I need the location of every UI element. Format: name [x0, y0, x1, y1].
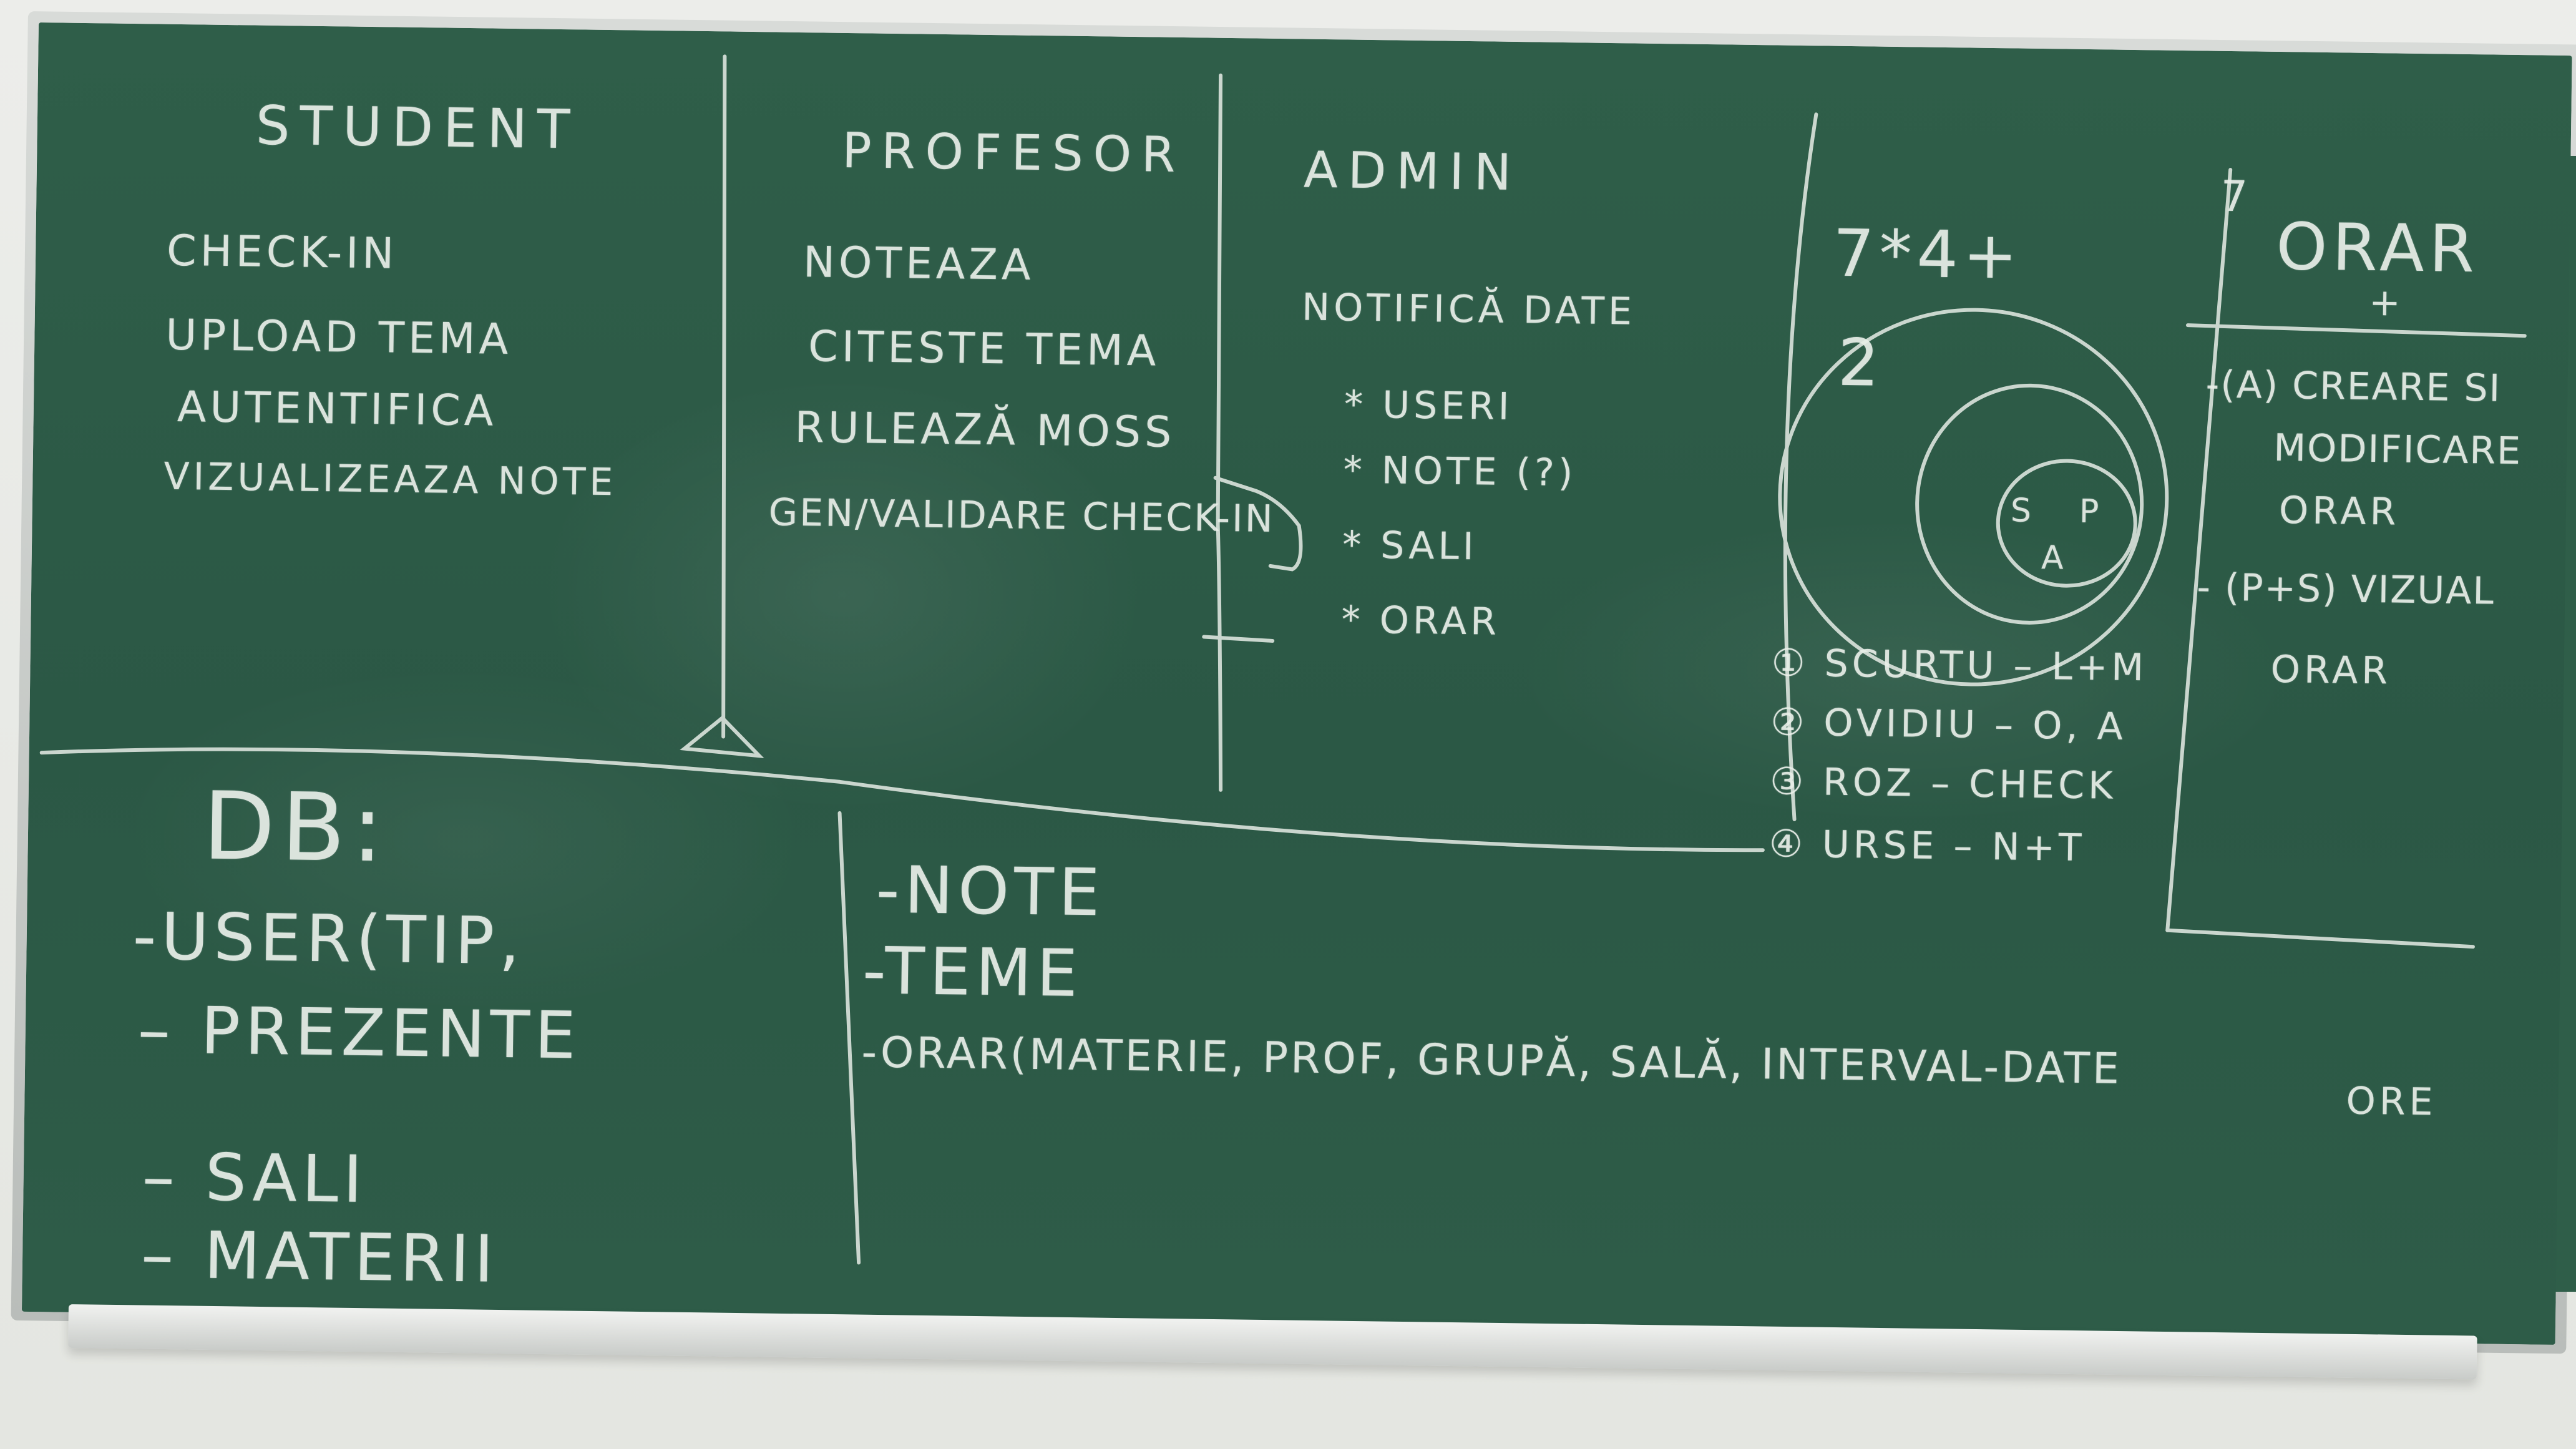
- orar-underline: [2185, 323, 2527, 338]
- divider-profesor-admin: [1216, 73, 1223, 792]
- circle-letter: S: [2010, 492, 2036, 530]
- db-left-item: -USER(TIP,: [132, 898, 525, 980]
- orar-item: - (P+S) VIZUAL: [2196, 565, 2496, 613]
- orar-number: 7: [2220, 172, 2252, 222]
- chalk-lines: [39, 54, 2527, 1265]
- estimate-value: 2: [1837, 324, 1885, 401]
- outer-circle: [1778, 308, 2169, 686]
- orar-item: -(A) CREARE SI: [2205, 363, 2502, 411]
- student-item: AUTENTIFICA: [177, 382, 497, 436]
- chalk-cross: [1202, 635, 1275, 643]
- student-item: CHECK-IN: [166, 226, 398, 279]
- db-divider: [837, 811, 861, 1265]
- orar-item: ORAR: [2278, 489, 2400, 534]
- admin-header: ADMIN: [1303, 140, 1522, 202]
- db-left-item: – SALI: [142, 1138, 368, 1218]
- student-header: STUDENT: [255, 94, 580, 162]
- orar-header: ORAR: [2275, 208, 2480, 288]
- orar-item: MODIFICARE: [2273, 426, 2522, 474]
- profesor-item: NOTEAZA: [803, 238, 1035, 290]
- db-ore: ORE: [2346, 1079, 2437, 1125]
- circle-letter: A: [2041, 539, 2068, 577]
- db-title: DB:: [202, 772, 391, 884]
- middle-circle: [1915, 383, 2144, 625]
- db-left-item: – MATERII: [140, 1216, 499, 1297]
- profesor-item: RULEAZĂ MOSS: [794, 402, 1176, 457]
- team-item: ① SCURTU – L+M: [1771, 641, 2148, 690]
- checkin-bracket: [1213, 476, 1303, 572]
- db-right-item: -TEME: [862, 932, 1083, 1012]
- team-item: ④ URSE – N+T: [1769, 822, 2086, 871]
- student-item: VIZUALIZEAZA NOTE: [163, 454, 617, 505]
- orar-item: ORAR: [2270, 647, 2392, 693]
- team-item: ③ ROZ – CHECK: [1769, 759, 2117, 808]
- student-item: UPLOAD TEMA: [165, 310, 512, 364]
- db-right-item: -NOTE: [876, 851, 1106, 931]
- inner-circle: [1996, 459, 2137, 588]
- admin-item: * SALI: [1342, 523, 1478, 569]
- profesor-item: GEN/VALIDARE CHECK-IN: [768, 490, 1276, 541]
- admin-item: * USERI: [1344, 383, 1513, 429]
- admin-title: NOTIFICĂ DATE: [1301, 285, 1636, 334]
- db-left-item: – PREZENTE: [137, 992, 582, 1074]
- team-item: ② OVIDIU – O, A: [1770, 700, 2127, 749]
- estimate-formula: 7*4+: [1832, 215, 2023, 294]
- db-separator: [39, 747, 1765, 852]
- profesor-header: PROFESOR: [841, 122, 1186, 184]
- admin-item: * NOTE (?): [1343, 448, 1577, 495]
- orar-plus: +: [2368, 280, 2405, 325]
- admin-item: * ORAR: [1341, 598, 1501, 644]
- orar-bottom-line: [2165, 928, 2475, 949]
- chalkboard: STUDENT CHECK-IN UPLOAD TEMA AUTENTIFICA…: [21, 22, 2572, 1345]
- divider-estimate-orar: [2165, 167, 2233, 932]
- chalk-sketch: [680, 715, 764, 758]
- divider-student-profesor: [721, 54, 727, 739]
- profesor-item: CITESTE TEMA: [807, 322, 1160, 376]
- circle-letter: P: [2079, 492, 2103, 531]
